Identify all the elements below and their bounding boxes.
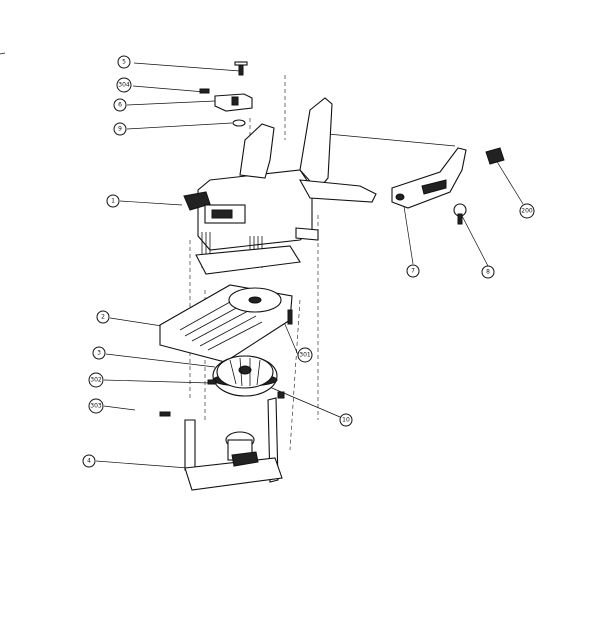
callout-1: 1	[106, 194, 120, 208]
svg-text:9: 9	[118, 126, 122, 133]
callout-7: 7	[406, 264, 420, 278]
svg-text:1: 1	[111, 198, 115, 205]
leader-lines	[95, 62, 524, 469]
right-side-parts	[391, 147, 505, 225]
svg-text:304: 304	[118, 82, 130, 89]
top-small-parts	[199, 61, 253, 127]
callout-10: 10	[339, 413, 353, 427]
callout-2: 2	[96, 310, 110, 324]
callout-8: 8	[481, 265, 495, 279]
callout-3: 3	[92, 346, 106, 360]
detent-gear	[207, 355, 278, 397]
callout-5: 5	[117, 55, 131, 69]
bottom-bracket	[159, 391, 285, 491]
svg-text:10: 10	[342, 417, 350, 424]
svg-text:2: 2	[101, 314, 105, 321]
callout-304: 304	[116, 77, 132, 93]
callout-301: 301	[297, 347, 313, 363]
svg-text:3: 3	[97, 350, 101, 357]
callout-303: 303	[88, 398, 104, 414]
callout-9: 9	[113, 122, 127, 136]
wafer-board	[159, 284, 293, 363]
main-frame-assembly	[183, 97, 377, 275]
svg-text:4: 4	[87, 458, 91, 465]
svg-text:8: 8	[486, 269, 490, 276]
svg-text:303: 303	[90, 403, 102, 410]
edge-mark	[0, 52, 6, 55]
callout-6: 6	[113, 98, 127, 112]
callout-200: 200	[519, 203, 535, 219]
svg-text:5: 5	[122, 59, 126, 66]
callout-4: 4	[82, 454, 96, 468]
svg-text:7: 7	[411, 268, 415, 275]
callout-302: 302	[88, 372, 104, 388]
svg-text:302: 302	[90, 377, 102, 384]
svg-text:6: 6	[118, 102, 122, 109]
svg-text:301: 301	[299, 352, 311, 359]
svg-text:200: 200	[521, 208, 533, 215]
